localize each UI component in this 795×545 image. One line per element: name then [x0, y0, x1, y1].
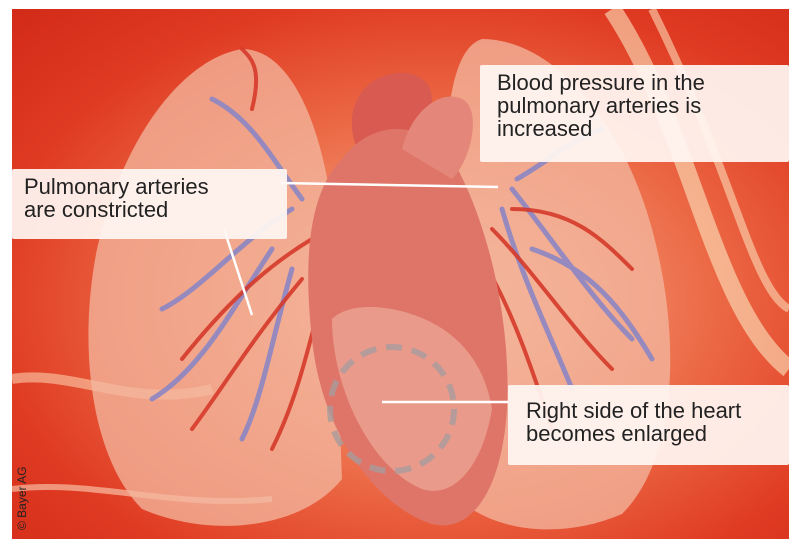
copyright-notice: © Bayer AG: [15, 466, 29, 530]
illustration-frame: Blood pressure in the pulmonary arteries…: [12, 9, 789, 539]
callout-pressure-line-2: pulmonary arteries is: [497, 94, 777, 117]
callout-enlarged-line-2: becomes enlarged: [526, 422, 777, 445]
callout-pressure-increased: Blood pressure in the pulmonary arteries…: [480, 65, 789, 162]
callout-heart-enlarged: Right side of the heart becomes enlarged: [508, 385, 789, 465]
callout-arteries-constricted: Pulmonary arteries are constricted: [12, 169, 287, 239]
callout-constricted-line-2: are constricted: [24, 198, 275, 221]
callout-pressure-line-3: increased: [497, 117, 777, 140]
callout-constricted-line-1: Pulmonary arteries: [24, 175, 275, 198]
left-lung: [88, 49, 342, 526]
callout-pressure-line-1: Blood pressure in the: [497, 71, 777, 94]
callout-enlarged-line-1: Right side of the heart: [526, 399, 777, 422]
